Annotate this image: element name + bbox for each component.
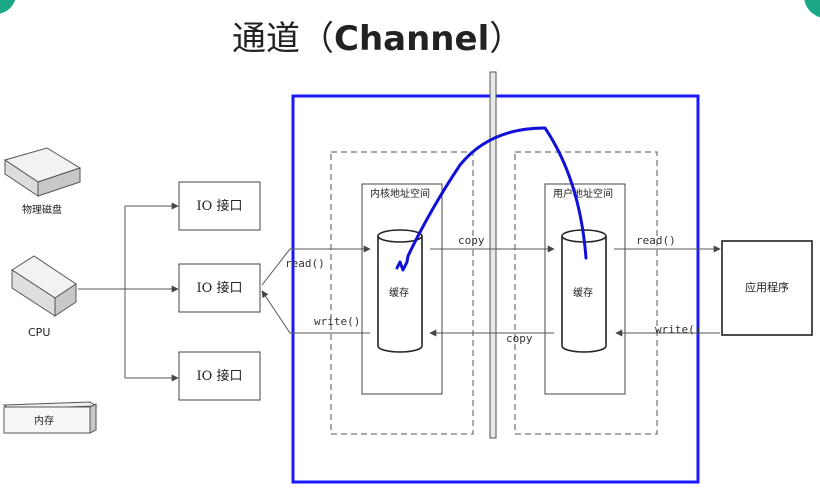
kernel-buffer-label: 缓存 xyxy=(389,286,409,299)
user-region xyxy=(514,151,658,435)
divider xyxy=(489,71,497,439)
cpu-icon xyxy=(11,255,77,317)
write-left-label: write() xyxy=(314,315,360,328)
disk-label: 物理磁盘 xyxy=(22,203,62,216)
memory-label: 内存 xyxy=(34,414,54,427)
user-space-box xyxy=(544,183,626,395)
io-port-2-label: IO 接口 xyxy=(197,280,243,296)
memory-icon xyxy=(2,401,98,434)
write-right-label: write() xyxy=(655,323,701,336)
kernel-buffer-cylinder xyxy=(377,229,423,353)
copy-bottom-label: copy xyxy=(506,332,533,345)
io-port-3 xyxy=(178,351,261,401)
handdrawn-annotation xyxy=(395,126,588,272)
kernel-space-box xyxy=(361,183,443,395)
io-port-3-label: IO 接口 xyxy=(197,368,243,384)
user-buffer-cylinder xyxy=(561,229,607,353)
copy-top-label: copy xyxy=(458,234,485,247)
read-left-label: read() xyxy=(285,257,325,270)
corner-decoration-left xyxy=(0,0,16,14)
write-left-arrow xyxy=(261,290,370,334)
read-left-arrow xyxy=(261,245,371,286)
page-title: 通道（Channel） xyxy=(232,19,523,59)
read-right-label: read() xyxy=(636,234,676,247)
user-buffer-label: 缓存 xyxy=(573,286,593,299)
user-space-label: 用户地址空间 xyxy=(553,187,613,200)
disk-icon xyxy=(3,147,82,197)
io-port-2 xyxy=(178,263,261,313)
application-label: 应用程序 xyxy=(745,280,789,294)
cpu-label: CPU xyxy=(28,326,50,339)
io-port-1 xyxy=(178,181,261,231)
kernel-region xyxy=(330,151,474,435)
io-port-1-label: IO 接口 xyxy=(197,198,243,214)
kernel-space-label: 内核地址空间 xyxy=(370,187,430,200)
application-box xyxy=(721,240,813,336)
corner-decoration-right xyxy=(804,0,820,18)
